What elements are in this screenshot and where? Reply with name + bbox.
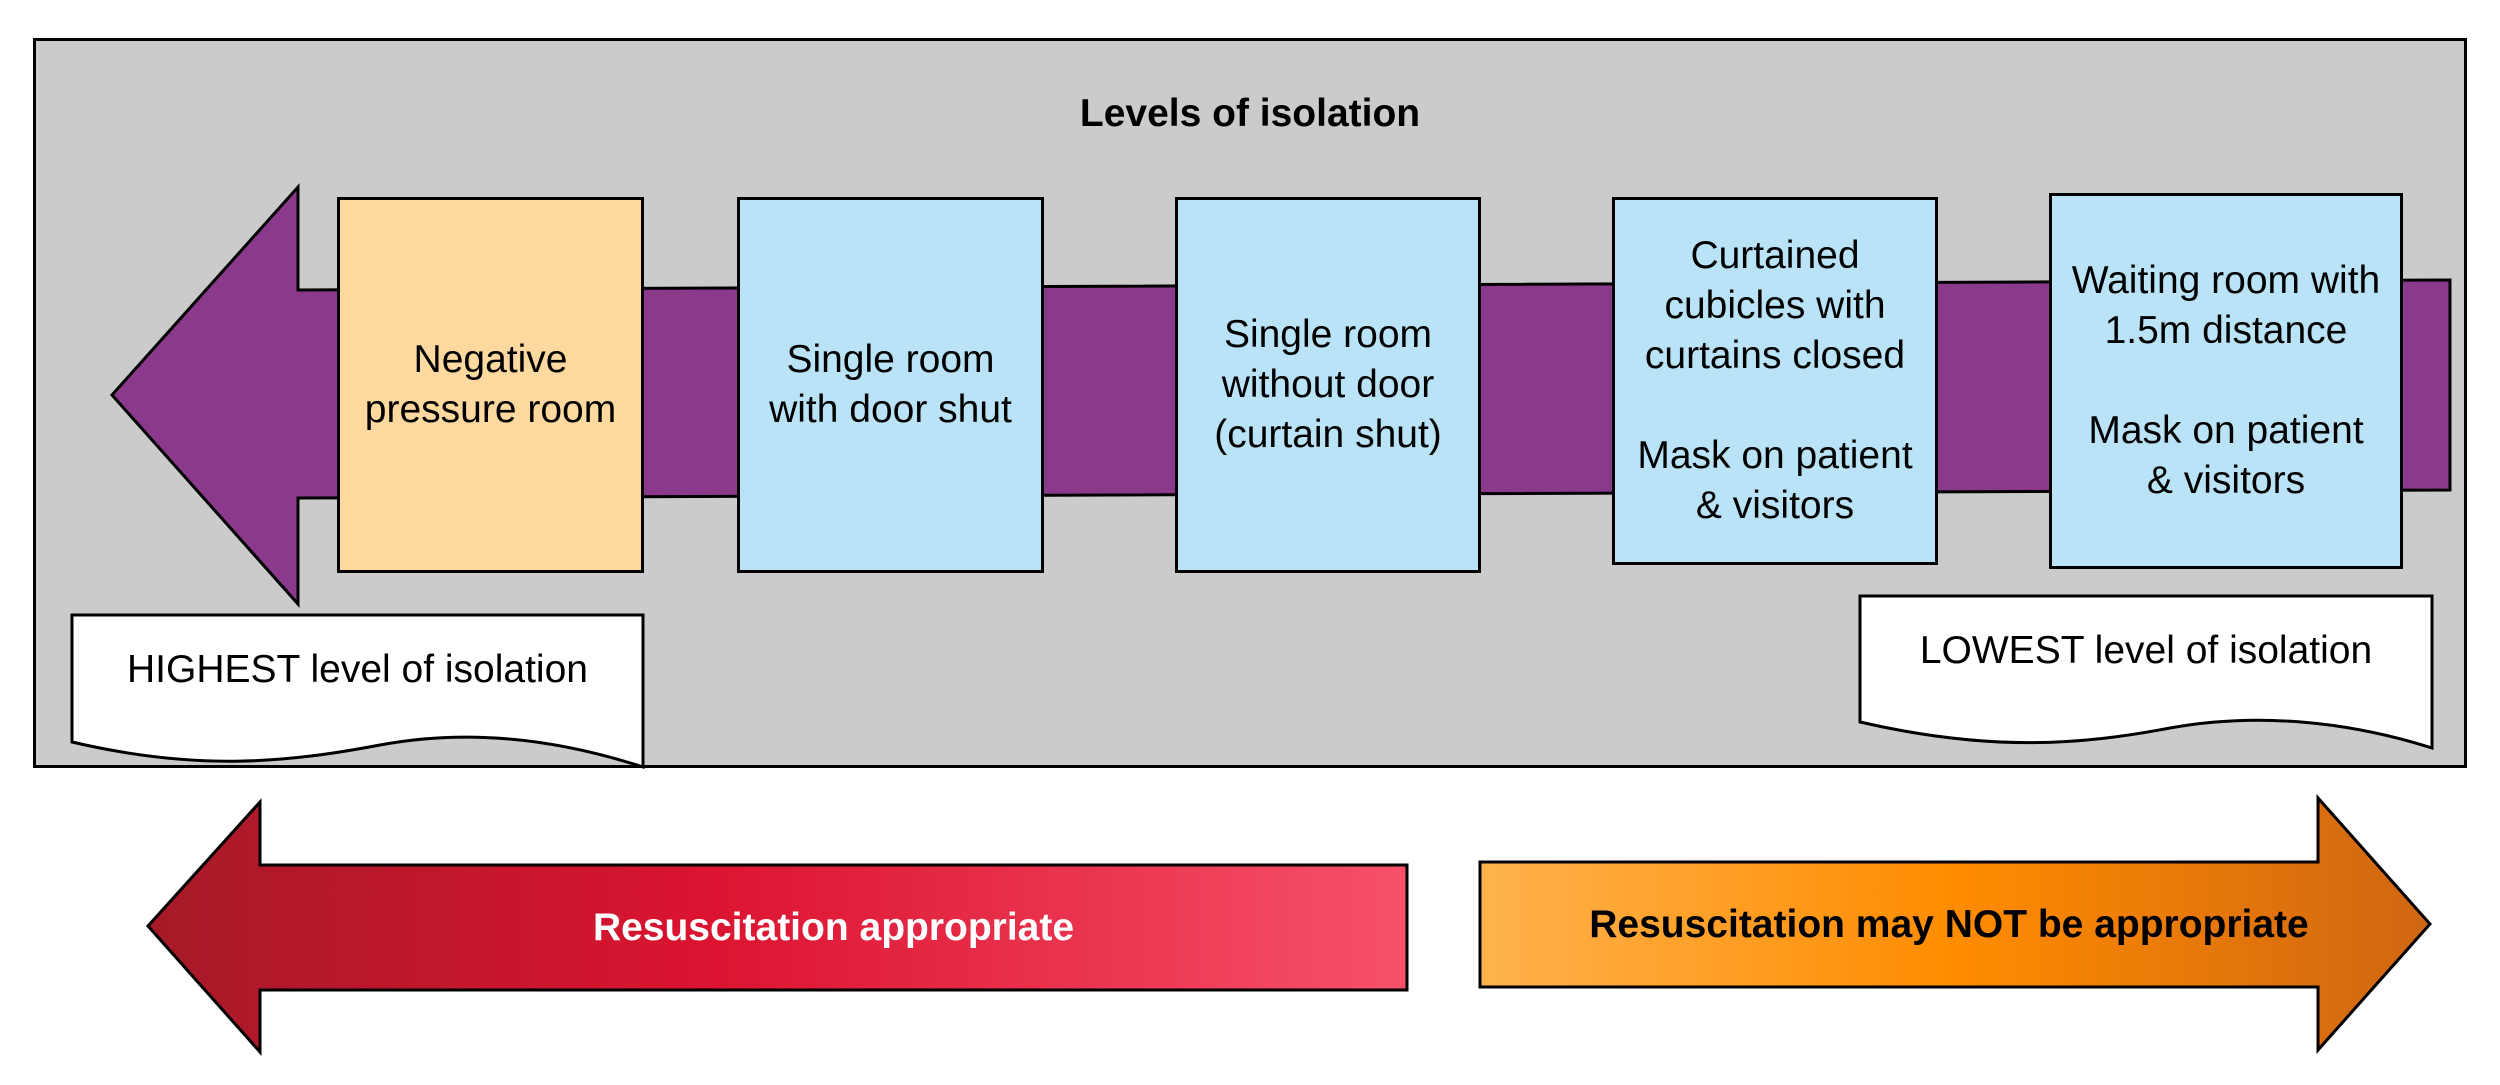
level-curtained-cubicles: Curtained cubicles with curtains closed … [1612, 197, 1938, 565]
level-label: Single room with door shut [769, 338, 1012, 431]
lowest-level-note [1858, 594, 2434, 751]
highest-level-note [70, 613, 645, 770]
level-label: Curtained cubicles with curtains closed … [1637, 234, 1913, 527]
resuscitation-not-appropriate-label: Resuscitation may NOT be appropriate [1589, 902, 2309, 946]
level-label: Single room without door (curtain shut) [1214, 313, 1442, 456]
level-single-room-without-door: Single room without door (curtain shut) [1175, 197, 1481, 573]
resuscitation-appropriate-label: Resuscitation appropriate [592, 905, 1075, 949]
level-negative-pressure-room: Negative pressure room [337, 197, 644, 573]
resuscitation-not-appropriate-arrow [1478, 794, 2433, 1054]
level-label: Waiting room with 1.5m distance Mask on … [2071, 259, 2381, 502]
level-label: Negative pressure room [364, 338, 617, 431]
highest-level-label: HIGHEST level of isolation [127, 648, 588, 691]
diagram-title: Levels of isolation [1079, 92, 1421, 135]
level-waiting-room: Waiting room with 1.5m distance Mask on … [2049, 193, 2403, 569]
level-single-room-door-shut: Single room with door shut [737, 197, 1044, 573]
resuscitation-appropriate-arrow [145, 798, 1409, 1056]
lowest-level-label: LOWEST level of isolation [1919, 629, 2373, 672]
